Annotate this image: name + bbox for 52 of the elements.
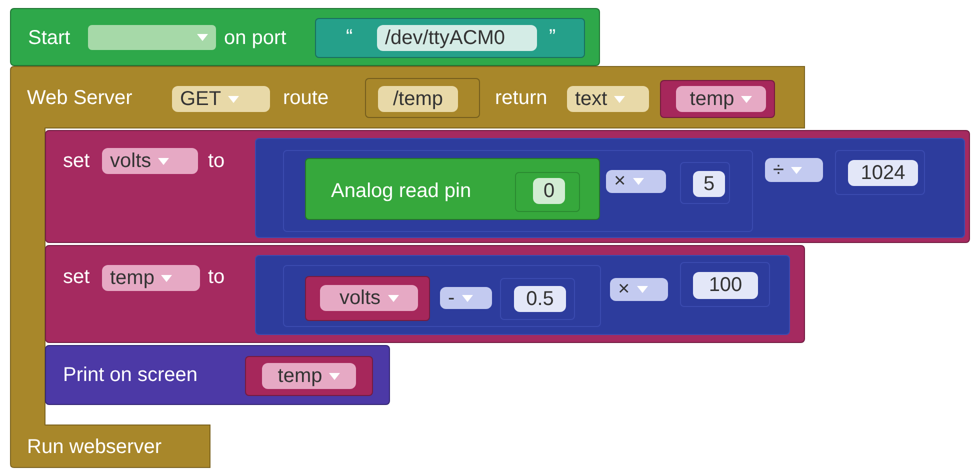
number-block	[835, 150, 925, 195]
value-field: 1024	[848, 160, 918, 186]
method-dropdown: GET	[172, 86, 270, 112]
set-variable-block	[45, 130, 970, 243]
type-dropdown: text	[567, 86, 649, 112]
number-block	[680, 262, 770, 307]
value-field: 0.5	[514, 286, 566, 312]
block-label: set	[63, 149, 90, 173]
math-block	[255, 255, 790, 335]
block-label: ”	[549, 25, 556, 49]
math-block	[283, 265, 601, 327]
variable-dropdown: volts	[320, 285, 418, 311]
block-label: “	[346, 25, 353, 49]
route-block	[365, 78, 480, 118]
block-label: Run webserver	[27, 435, 162, 459]
variable-dropdown: temp	[262, 363, 356, 389]
variable-block	[305, 276, 430, 321]
variable-dropdown: temp	[102, 265, 200, 291]
variable-block	[660, 80, 775, 118]
analog-read-block	[305, 158, 600, 220]
board-dropdown	[88, 25, 216, 50]
block-label: to	[208, 265, 225, 289]
value-field: 5	[693, 171, 725, 197]
block-label: Print on screen	[63, 363, 198, 387]
math-block	[255, 138, 965, 238]
math-block	[283, 150, 753, 232]
print-block	[45, 345, 390, 405]
number-block	[515, 172, 580, 212]
block-label: route	[283, 86, 329, 110]
variable-dropdown: temp	[676, 86, 766, 112]
value-field: 0	[533, 178, 565, 204]
block-label: set	[63, 265, 90, 289]
block-label: return	[495, 86, 548, 110]
block-label: Web Server	[27, 86, 132, 110]
string-block	[315, 18, 585, 58]
value-field: /temp	[378, 86, 458, 112]
variable-dropdown: volts	[102, 148, 198, 174]
number-block	[680, 162, 730, 204]
value-field: 100	[693, 272, 758, 299]
start-block	[10, 8, 600, 66]
block-label: Analog read pin	[331, 179, 472, 203]
operator-dropdown: ÷	[765, 158, 823, 182]
operator-dropdown: -	[440, 287, 492, 309]
block-label: to	[208, 149, 225, 173]
number-block	[500, 278, 575, 320]
text-field: /dev/ttyACM0	[377, 25, 537, 51]
operator-dropdown: ×	[606, 170, 666, 193]
block-label: Start	[28, 26, 70, 50]
operator-dropdown: ×	[610, 278, 668, 301]
variable-block	[245, 356, 373, 396]
block-label: on port	[224, 26, 286, 50]
set-variable-block	[45, 245, 805, 343]
